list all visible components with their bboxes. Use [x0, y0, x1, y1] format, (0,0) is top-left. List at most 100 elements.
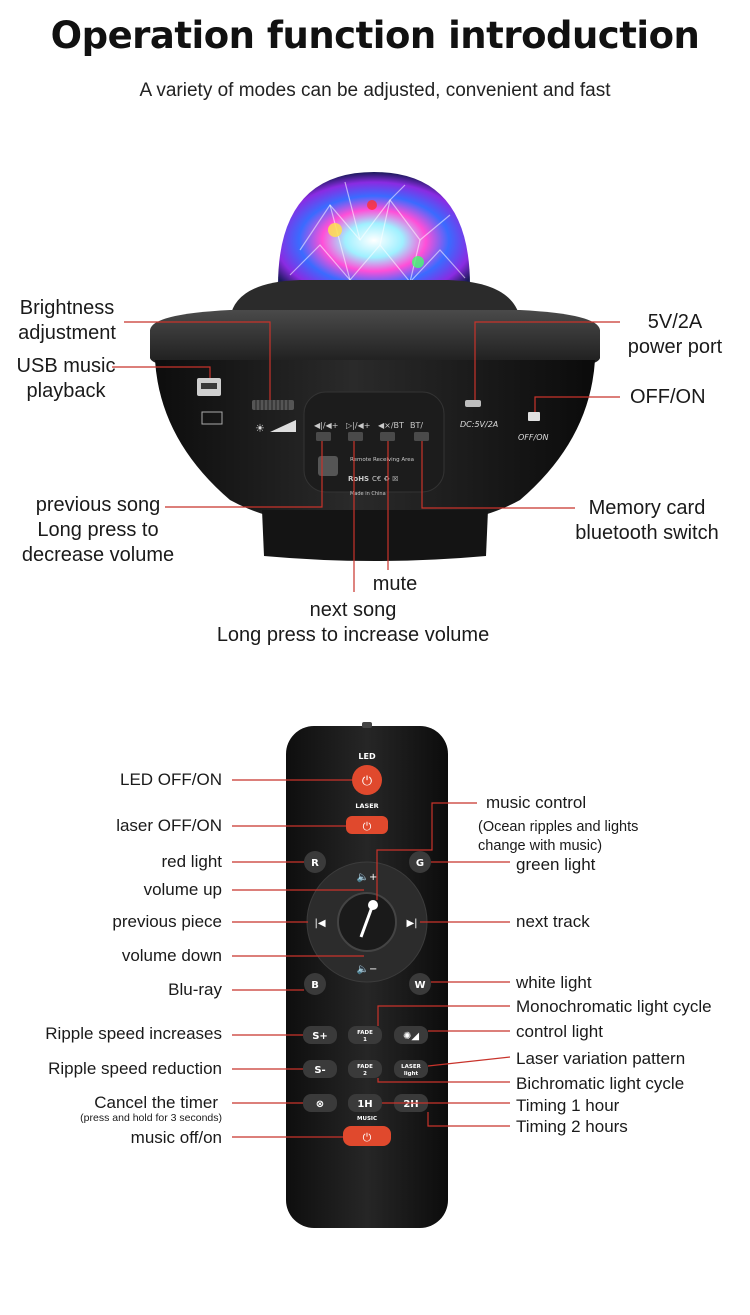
- svg-text:2H: 2H: [403, 1099, 418, 1110]
- laser-light-button: [394, 1060, 428, 1078]
- svg-text:1H: 1H: [357, 1099, 372, 1110]
- svg-text:RoHS: RoHS: [348, 475, 369, 483]
- control-light-button: [394, 1026, 428, 1044]
- usb-symbol-icon: [201, 411, 223, 425]
- label-music-onoff: music off/on: [130, 1128, 222, 1147]
- mute-button: [380, 432, 395, 441]
- label-mono-cycle: Monochromatic light cycle: [516, 997, 712, 1016]
- next-button: [348, 432, 363, 441]
- green-light-button: [409, 851, 431, 873]
- svg-text:W: W: [414, 980, 425, 991]
- timer-cancel-icon: ⊗: [316, 1099, 324, 1110]
- label-led-onoff: LED OFF/ON: [119, 770, 222, 789]
- label-music-control: music control: [486, 793, 587, 812]
- callout-lines: [112, 321, 620, 592]
- label-cancel-timer: Cancel the timer: [94, 1093, 218, 1112]
- svg-text:LASER: LASER: [401, 1064, 421, 1070]
- svg-text:B: B: [311, 980, 319, 991]
- svg-text:FADE: FADE: [357, 1030, 373, 1036]
- svg-text:Made in China: Made in China: [350, 491, 386, 497]
- power-switch: [528, 412, 540, 421]
- svg-text:FADE: FADE: [357, 1064, 373, 1070]
- label-next-track: next track: [516, 912, 590, 931]
- timer-1h-button: [348, 1094, 382, 1112]
- brightness-icon: ☀: [255, 422, 265, 435]
- label-bichromatic-cycle: Bichromatic light cycle: [516, 1074, 685, 1093]
- label-ripple-up: Ripple speed increases: [45, 1024, 222, 1043]
- label-green-light: green light: [516, 855, 596, 874]
- svg-text:G: G: [416, 858, 424, 869]
- volume-down-icon: 🔈−: [357, 964, 378, 975]
- sparkle-icon: ✺◢: [403, 1031, 419, 1042]
- svg-text:2: 2: [363, 1071, 367, 1077]
- red-light-button: [304, 851, 326, 873]
- power-icon: ⏻: [363, 820, 372, 833]
- projector-illustration: ◀|/◀+ ▷|/◀+ ◀×/BT BT/ Remote Receiving A…: [112, 172, 620, 592]
- fade1-button: [348, 1026, 382, 1044]
- label-blu-ray: Blu-ray: [168, 980, 222, 999]
- svg-text:light: light: [404, 1071, 419, 1077]
- svg-text:BT/: BT/: [410, 421, 423, 430]
- page-title: Operation function introduction: [50, 14, 700, 57]
- next-icon: ▶|: [406, 918, 417, 929]
- microphone-icon: [368, 900, 378, 910]
- svg-text:▷|/◀+: ▷|/◀+: [346, 421, 370, 430]
- svg-text:◀|/◀+: ◀|/◀+: [314, 421, 338, 430]
- label-previous-piece: previous piece: [112, 912, 222, 931]
- led-power-button: [352, 765, 382, 795]
- svg-text:R: R: [311, 858, 319, 869]
- svg-text:MUSIC: MUSIC: [357, 1116, 377, 1122]
- cancel-timer-button: [303, 1094, 337, 1112]
- label-control-light: control light: [516, 1022, 603, 1041]
- volume-up-icon: 🔈+: [357, 872, 378, 883]
- label-timing-2h: Timing 2 hours: [516, 1117, 628, 1136]
- power-port-icon: [465, 400, 481, 407]
- label-laser-onoff: laser OFF/ON: [116, 816, 222, 835]
- label-ripple-down: Ripple speed reduction: [48, 1059, 222, 1078]
- svg-text:LASER: LASER: [355, 802, 378, 810]
- remote-callout-lines: [232, 779, 511, 1138]
- svg-text:S+: S+: [312, 1031, 328, 1042]
- svg-text:C€ ♻ ☒: C€ ♻ ☒: [372, 475, 398, 483]
- svg-text:OFF/ON: OFF/ON: [518, 433, 548, 442]
- music-power-button: [343, 1126, 391, 1146]
- svg-text:DC:5V/2A: DC:5V/2A: [460, 420, 498, 429]
- label-timing-1h: Timing 1 hour: [516, 1096, 620, 1115]
- svg-text:S-: S-: [314, 1065, 325, 1076]
- previous-button: [316, 432, 331, 441]
- control-panel: [303, 391, 445, 493]
- crystal-dome-icon: [278, 172, 470, 286]
- laser-power-button: [346, 816, 388, 834]
- power-icon: ⏻: [363, 1131, 372, 1144]
- fade2-button: [348, 1060, 382, 1078]
- label-cancel-timer-note: (press and hold for 3 seconds): [80, 1112, 222, 1124]
- label-laser-variation: Laser variation pattern: [516, 1049, 686, 1068]
- label-red-light: red light: [161, 852, 222, 871]
- previous-icon: |◀: [314, 918, 325, 929]
- page-subtitle: A variety of modes can be adjusted, conv…: [139, 80, 611, 101]
- label-volume-down: volume down: [121, 946, 222, 965]
- blu-ray-button: [304, 973, 326, 995]
- svg-text:Remote Receiving Area: Remote Receiving Area: [350, 457, 414, 463]
- ripple-speed-down-button: [303, 1060, 337, 1078]
- ripple-speed-up-button: [303, 1026, 337, 1044]
- svg-text:◀×/BT: ◀×/BT: [378, 421, 404, 430]
- label-white-light: white light: [516, 973, 592, 992]
- power-icon: ⏻: [362, 774, 372, 789]
- ir-receiver-icon: [318, 456, 338, 476]
- white-light-button: [409, 973, 431, 995]
- svg-text:LED: LED: [358, 752, 376, 761]
- remote-illustration: LED ⏻ LASER ⏻ R G 🔈+ 🔈− |◀ ▶| B W S+ FAD…: [232, 722, 511, 1228]
- label-mute: mute: [372, 573, 418, 595]
- svg-text:1: 1: [363, 1037, 367, 1043]
- label-volume-up: volume up: [143, 880, 222, 899]
- label-switch: OFF/ON: [630, 386, 706, 408]
- bt-switch-button: [414, 432, 429, 441]
